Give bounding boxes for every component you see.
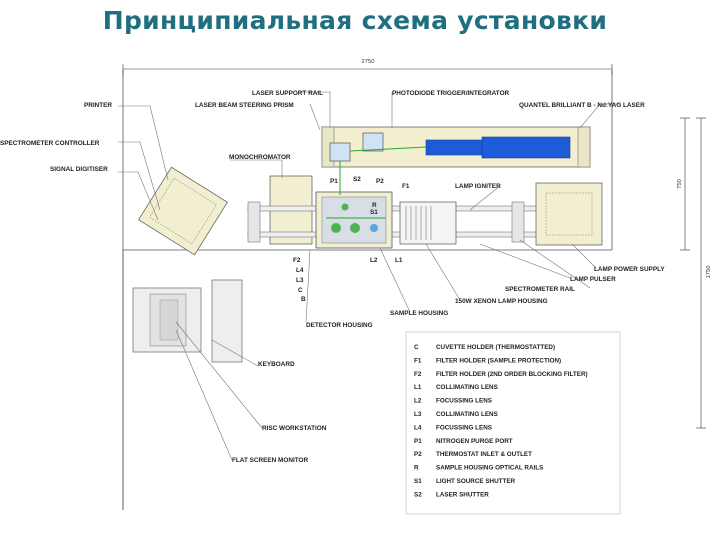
printer [138, 166, 228, 256]
sample-housing-label: SAMPLE HOUSING [390, 310, 448, 317]
marker-l2: L2 [370, 257, 378, 264]
legend-text: FILTER HOLDER (SAMPLE PROTECTION) [436, 357, 561, 364]
marker-p2: P2 [376, 178, 384, 185]
legend-text: THERMOSTAT INLET & OUTLET [436, 451, 532, 458]
legend-key: P1 [414, 438, 422, 445]
marker-l1: L1 [395, 257, 403, 264]
signal-digitiser-label: SIGNAL DIGITISER [50, 166, 108, 173]
legend-key: F2 [414, 371, 422, 378]
legend-text: FOCUSSING LENS [436, 398, 492, 405]
dimension-top [122, 64, 613, 75]
legend-text: COLLIMATING LENS [436, 411, 498, 418]
legend-key: S1 [414, 478, 422, 485]
legend-text: FOCUSSING LENS [436, 424, 492, 431]
sample-housing [315, 191, 393, 249]
xenon-label: 150W XENON LAMP HOUSING [455, 298, 548, 305]
dimension-right-big: 1750 [706, 266, 712, 279]
marker-l3: L3 [296, 277, 304, 284]
laser-label: QUANTEL BRILLIANT B - Nd:YAG LASER [519, 102, 645, 109]
legend-key: L4 [414, 424, 422, 431]
spectrometer-rail-label: SPECTROMETER RAIL [505, 286, 575, 293]
legend-key: F1 [414, 357, 422, 364]
spectrometer-controller-label: SPECTROMETER CONTROLLER [0, 140, 100, 147]
workstation-label: RISC WORKSTATION [262, 425, 327, 432]
legend-key: R [414, 465, 419, 472]
legend-text: COLLIMATING LENS [436, 384, 498, 391]
marker-s1: S1 [370, 209, 378, 216]
lamp-igniter-label: LAMP IGNITER [455, 183, 501, 190]
legend-key: L2 [414, 398, 422, 405]
prism-label: LASER BEAM STEERING PRISM [195, 102, 294, 109]
photodiode-label: PHOTODIODE TRIGGER/INTEGRATOR [392, 90, 510, 97]
printer-label: PRINTER [84, 102, 112, 109]
lamp-power-supply [535, 182, 603, 246]
legend-box [405, 331, 621, 515]
monitor-label: FLAT SCREEN MONITOR [232, 457, 308, 464]
legend-text: LIGHT SOURCE SHUTTER [436, 478, 516, 485]
legend-text: NITROGEN PURGE PORT [436, 438, 513, 445]
laser-assembly [321, 126, 591, 195]
page-title: Принципиальная схема установки [102, 6, 608, 35]
legend-text: LASER SHUTTER [436, 491, 489, 498]
keyboard-label: KEYBOARD [258, 361, 295, 368]
marker-f2: F2 [293, 257, 301, 264]
legend-key: L3 [414, 411, 422, 418]
marker-f1: F1 [402, 183, 410, 190]
legend-key: C [414, 344, 419, 351]
lamp-power-label: LAMP POWER SUPPLY [594, 266, 665, 273]
room-outline [122, 70, 613, 510]
marker-l4: L4 [296, 267, 304, 274]
marker-r: R [372, 202, 377, 209]
leader-lines [118, 91, 620, 461]
legend-text: SAMPLE HOUSING OPTICAL RAILS [436, 465, 543, 472]
dimension-right-small: 750 [677, 179, 683, 189]
xenon-lamp-housing [399, 201, 457, 245]
legend-key: P2 [414, 451, 422, 458]
marker-s2: S2 [353, 176, 361, 183]
marker-c: C [298, 287, 303, 294]
legend-key: L1 [414, 384, 422, 391]
lamp-pulser-label: LAMP PULSER [570, 276, 616, 283]
spectrometer-rail [247, 201, 539, 243]
dimension-top-label: 2750 [362, 59, 375, 65]
legend-text: FILTER HOLDER (2ND ORDER BLOCKING FILTER… [436, 371, 588, 378]
marker-b: B [301, 296, 306, 303]
detector-housing-label: DETECTOR HOUSING [306, 322, 373, 329]
marker-p1: P1 [330, 178, 338, 185]
legend-text: CUVETTE HOLDER (THERMOSTATTED) [436, 344, 555, 351]
laser-support-rail-label: LASER SUPPORT RAIL [252, 90, 323, 97]
monochromator-label: MONOCHROMATOR [229, 154, 291, 161]
workstation-area [132, 279, 243, 363]
legend-key: S2 [414, 491, 422, 498]
dimension-right [680, 117, 706, 429]
